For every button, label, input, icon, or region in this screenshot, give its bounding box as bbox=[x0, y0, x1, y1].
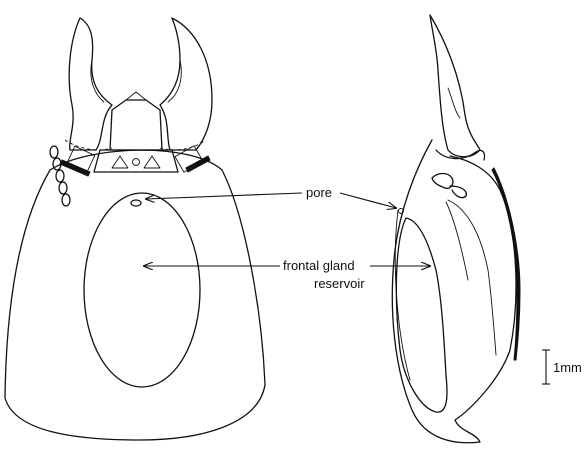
label-pore: pore bbox=[306, 185, 332, 200]
antenna-base-left bbox=[60, 160, 90, 176]
dorsal-view bbox=[5, 18, 265, 440]
head-capsule-lateral bbox=[392, 140, 516, 443]
pore-arrow-left bbox=[146, 193, 302, 199]
labrum bbox=[110, 100, 162, 150]
label-frontal-gland: frontal gland bbox=[283, 258, 355, 273]
clypeus bbox=[94, 150, 178, 172]
scale-label: 1mm bbox=[553, 360, 582, 375]
lateral-view bbox=[392, 15, 520, 443]
pore-dorsal bbox=[131, 200, 141, 206]
label-frontal-gland-group: frontal gland reservoir bbox=[144, 258, 430, 291]
lateral-sclerite bbox=[492, 168, 520, 360]
mandible-lateral bbox=[430, 15, 480, 157]
left-mandible bbox=[69, 18, 112, 150]
pore-arrow-right bbox=[340, 193, 396, 208]
frontal-gland-reservoir-dorsal bbox=[84, 193, 200, 387]
right-mandible bbox=[160, 18, 212, 150]
left-antenna bbox=[50, 146, 70, 206]
label-pore-group: pore bbox=[146, 185, 396, 208]
label-reservoir: reservoir bbox=[314, 276, 365, 291]
scale-bar: 1mm bbox=[542, 350, 582, 384]
frontal-gland-reservoir-lateral bbox=[396, 218, 447, 412]
